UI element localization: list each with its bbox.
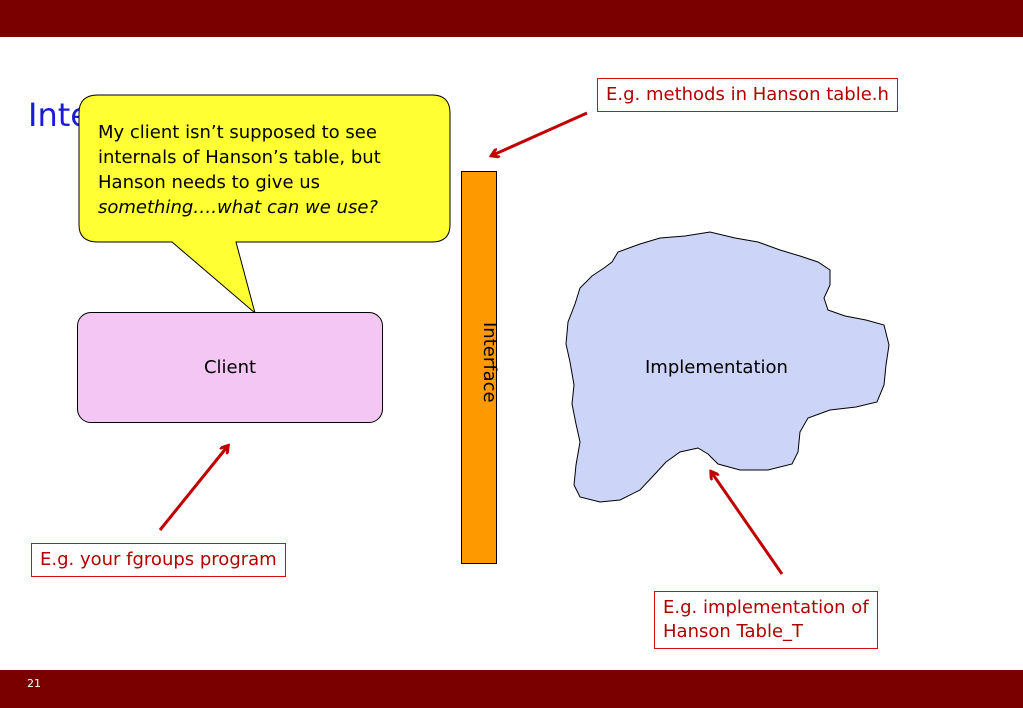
arrow-to-implementation (712, 473, 784, 575)
implementation-label: Implementation (645, 357, 788, 378)
implementation-note: E.g. implementation of Hanson Table_T (654, 591, 878, 649)
top-bar (0, 0, 1023, 37)
arrow-to-client (158, 447, 227, 531)
callout-line-italic: something….what can we use? (98, 197, 378, 218)
callout-line: internals of Hanson’s table, but (98, 147, 381, 168)
arrow-to-interface (493, 111, 588, 155)
client-note: E.g. your fgroups program (31, 543, 286, 577)
interface-bar: Interface (461, 171, 500, 564)
implementation-note-line: E.g. implementation of (663, 597, 869, 618)
interface-note: E.g. methods in Hanson table.h (597, 78, 898, 112)
bottom-bar: 21 (0, 670, 1023, 708)
implementation-note-line: Hanson Table_T (663, 621, 804, 642)
page-number: 21 (27, 677, 41, 690)
callout-line: My client isn’t supposed to see (98, 122, 377, 143)
interface-note-text: E.g. methods in Hanson table.h (606, 84, 889, 105)
callout-line: Hanson needs to give us (98, 172, 321, 193)
callout-text: My client isn’t supposed to see internal… (98, 120, 438, 220)
client-note-text: E.g. your fgroups program (40, 549, 277, 570)
client-label: Client (203, 357, 257, 378)
speech-bubble (78, 94, 451, 315)
implementation-blob (565, 231, 890, 503)
interface-label: Interface (479, 322, 500, 403)
client-box: Client (77, 312, 383, 423)
